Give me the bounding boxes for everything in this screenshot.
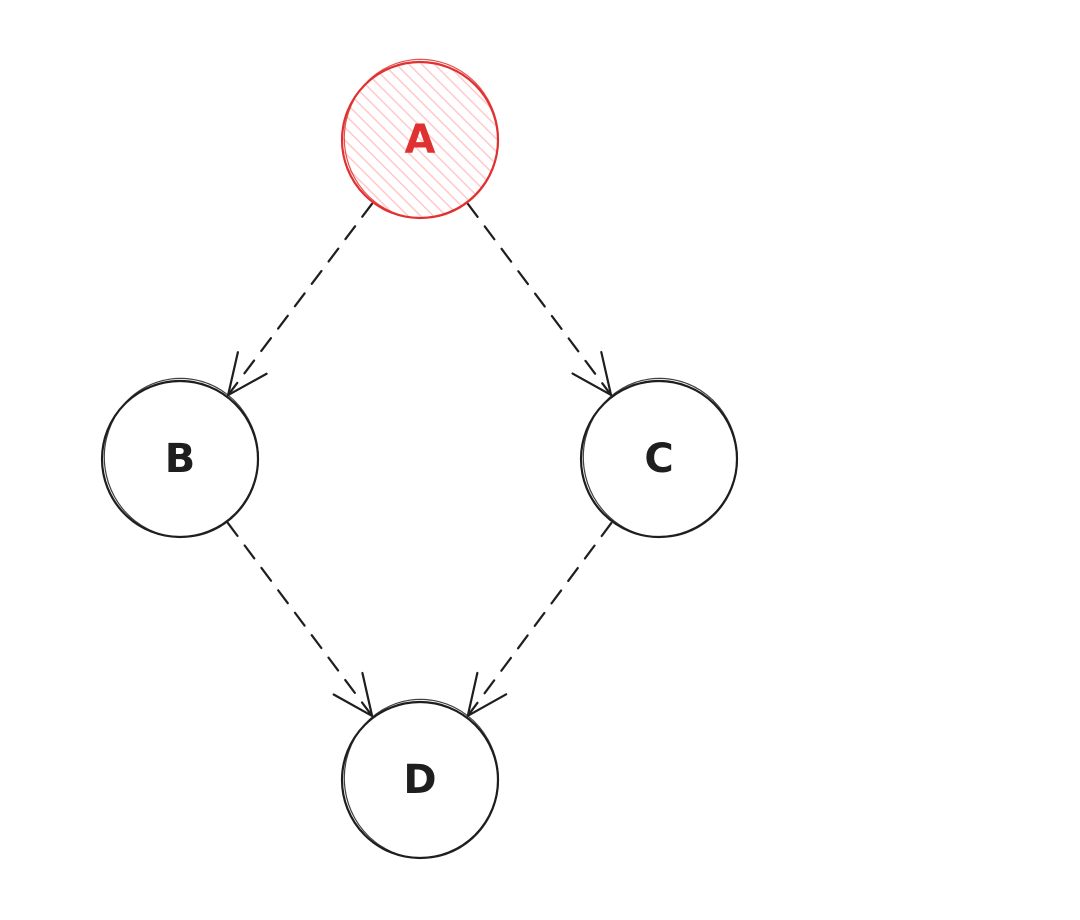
- edge-a-c: [466, 202, 613, 397]
- arrowhead: [332, 671, 374, 718]
- edge-line: [226, 521, 374, 718]
- edge-a-b: [226, 202, 374, 397]
- arrowhead: [571, 350, 613, 397]
- edge-line: [226, 202, 374, 397]
- node-d[interactable]: D: [334, 689, 509, 868]
- node-b[interactable]: B: [94, 368, 269, 547]
- nodes-layer: A B C D: [94, 49, 748, 868]
- edge-c-d: [466, 522, 613, 717]
- node-label: B: [165, 436, 196, 482]
- edge-line: [466, 522, 613, 717]
- node-label: C: [644, 436, 673, 482]
- node-label: A: [405, 117, 436, 163]
- edges-layer: [226, 202, 613, 718]
- edge-line: [466, 202, 613, 397]
- node-circle-sketch: [343, 698, 499, 859]
- node-circle-sketch: [582, 377, 738, 538]
- node-circle-sketch: [103, 377, 259, 538]
- edge-b-d: [226, 521, 374, 718]
- node-a[interactable]: A: [334, 49, 509, 228]
- node-c[interactable]: C: [573, 368, 748, 547]
- node-circle-sketch: [343, 58, 499, 219]
- node-label: D: [403, 757, 436, 803]
